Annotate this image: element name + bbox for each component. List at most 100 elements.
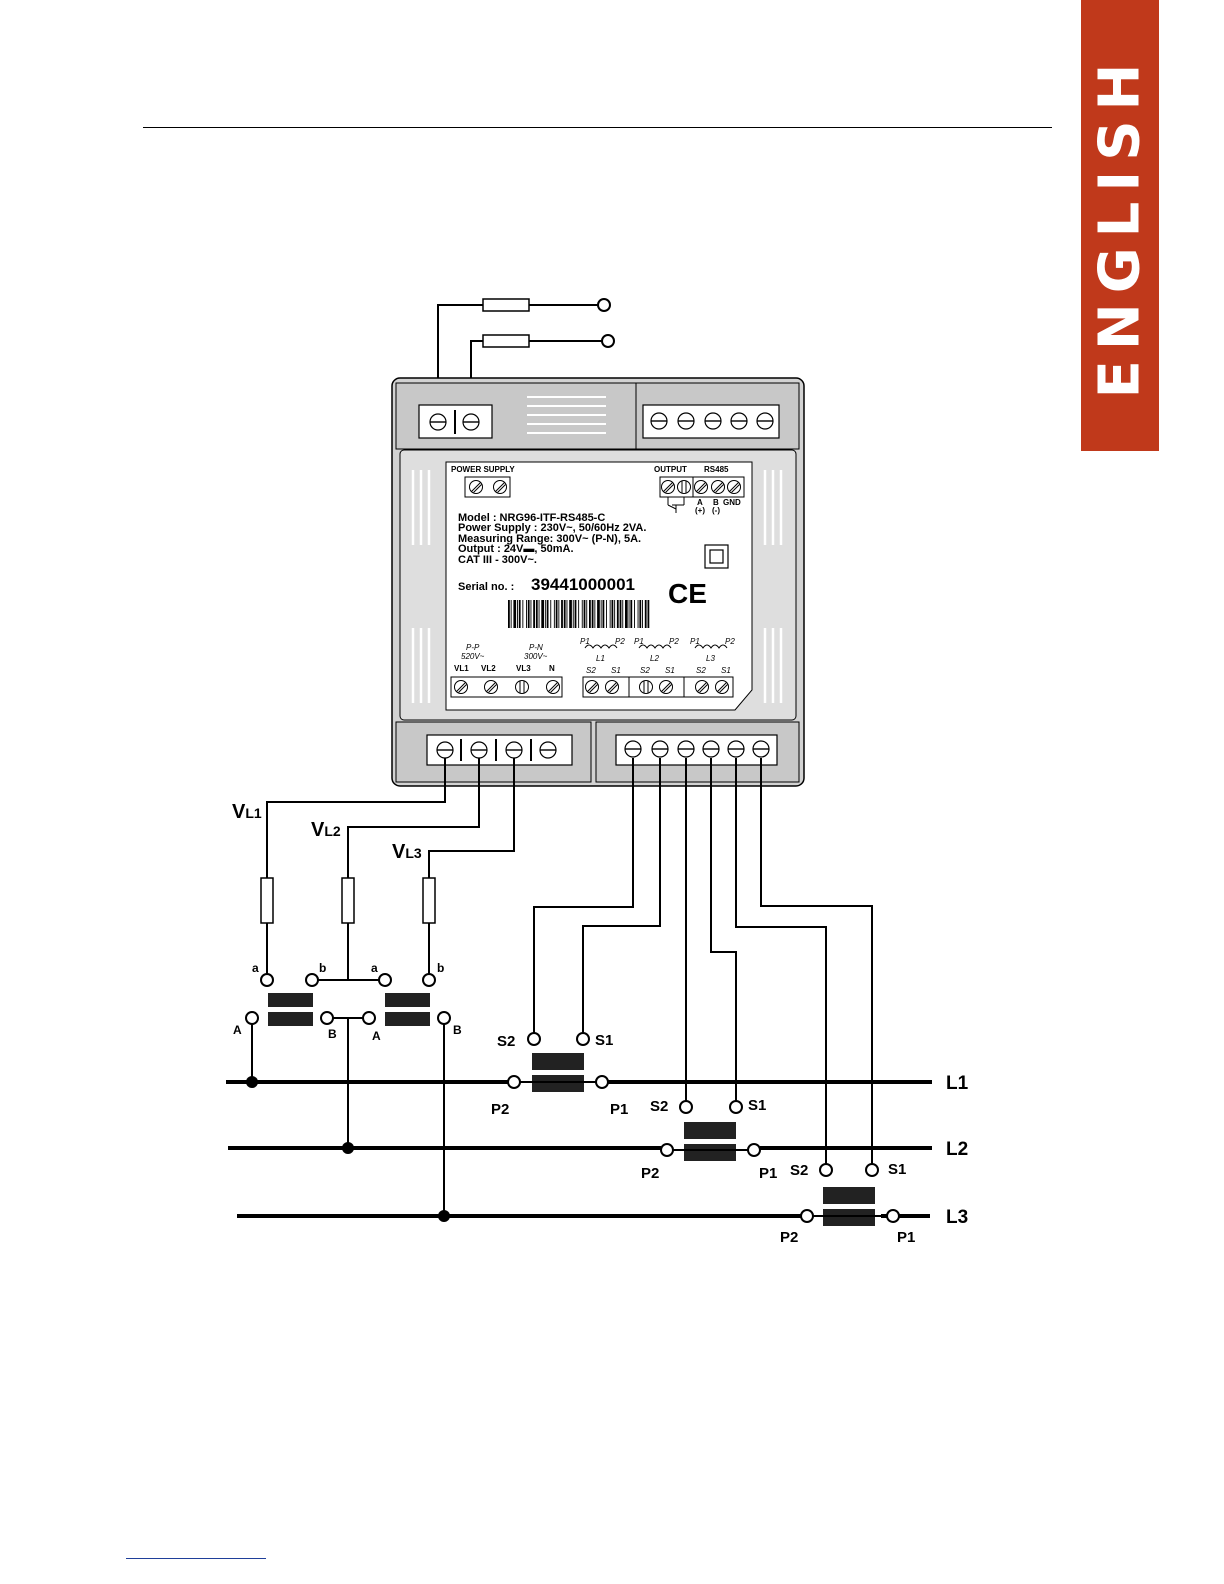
barcode-bar (625, 600, 628, 628)
language-tab[interactable]: ENGLISH (1081, 0, 1159, 451)
category-line: CAT III - 300V~. (458, 554, 537, 566)
header-rule (143, 127, 1052, 128)
barcode-bar (578, 600, 580, 628)
barcode-bar (600, 600, 602, 628)
ct3-s1-label: S1 (888, 1161, 906, 1178)
barcode-bar (642, 600, 643, 628)
vl2-label: VL2 (311, 819, 341, 841)
barcode-bar (563, 600, 566, 628)
ct-group-l2: P1 P2 L2 S2 S1 (634, 637, 679, 675)
voltage-pn-label: P-N (529, 643, 543, 652)
barcode-bar (637, 600, 639, 628)
barcode-bar (558, 600, 560, 628)
terminal-vl2: VL2 (481, 664, 496, 673)
barcode-bar (581, 600, 583, 628)
power-lines (226, 1080, 932, 1218)
double-insulation-icon (704, 544, 729, 569)
barcode-bar (586, 600, 588, 628)
rs485-polarity-plus: (+) (695, 506, 705, 515)
ct-group-l1: P1 P2 L1 S2 S1 (580, 637, 625, 675)
voltage-pp-value: 520V~ (461, 652, 485, 661)
barcode-bar (518, 600, 521, 628)
output-line: Output : 24V▬, 50mA. (458, 543, 574, 555)
output-header: OUTPUT (654, 465, 687, 474)
ct-group-l3: P1 P2 L3 S2 S1 (690, 637, 735, 675)
barcode-bar (513, 600, 517, 628)
ct3-p1: P1 (690, 637, 700, 646)
barcode-bar (510, 600, 512, 628)
rs485-terminal-b: B (713, 498, 719, 507)
barcode-bar (541, 600, 544, 628)
barcode-bar (634, 600, 635, 628)
line-l2-label: L2 (946, 1139, 968, 1160)
vt1-b: b (319, 961, 326, 975)
rs485-terminal-a: A (697, 498, 703, 507)
rating-label: POWER SUPPLY OUTPUT RS485 A B GND (+) (-… (445, 461, 753, 711)
barcode-bar (589, 600, 591, 628)
line-labels: L1 L2 L3 (946, 1073, 969, 1228)
barcode-bar (630, 600, 633, 628)
ct1-name: L1 (596, 654, 605, 663)
ct1-p1: P1 (580, 637, 590, 646)
ct1-s2-label: S2 (497, 1033, 515, 1050)
voltage-input-labels: VL1 VL2 VL3 (232, 801, 422, 863)
ct1-s1-label: S1 (595, 1032, 613, 1049)
ct2-p1: P1 (634, 637, 644, 646)
voltage-pn-value: 300V~ (524, 652, 548, 661)
barcode-bar (647, 600, 650, 628)
barcode-bar (522, 600, 524, 628)
barcode-bar (602, 600, 605, 628)
ct1-s1: S1 (611, 666, 621, 675)
barcode-bar (533, 600, 535, 628)
barcode-bar (517, 600, 518, 628)
ct3-s1: S1 (721, 666, 731, 675)
barcode-bar (530, 600, 532, 628)
ct3-s2-label: S2 (790, 1162, 808, 1179)
vt2-b: b (437, 961, 444, 975)
barcode-bar (628, 600, 630, 628)
serial-label: Serial no. : (458, 581, 514, 593)
barcode-bar (594, 600, 596, 628)
terminal-vl3: VL3 (516, 664, 531, 673)
vt1-a: a (252, 961, 259, 975)
ct3-p2-label: P2 (780, 1229, 798, 1246)
power-supply-line: Power Supply : 230V~, 50/60Hz 2VA. (458, 522, 646, 534)
barcode-bar (526, 600, 527, 628)
ce-mark: CE (668, 578, 707, 609)
vt2-a: a (371, 961, 378, 975)
barcode-bar (591, 600, 594, 628)
barcode-bar (639, 600, 642, 628)
vt1-B: B (328, 1027, 337, 1041)
barcode-bar (555, 600, 558, 628)
barcode-bar (644, 600, 647, 628)
ct3-p1-label: P1 (897, 1229, 915, 1246)
rs485-header: RS485 (704, 465, 729, 474)
vt-terminal-labels: a b a b A B A B (233, 961, 462, 1043)
ct-l2 (660, 1100, 761, 1161)
barcode-bar (566, 600, 568, 628)
barcode-bar (622, 600, 624, 628)
barcode-bar (569, 600, 572, 628)
ct2-p1-label: P1 (759, 1165, 777, 1182)
ct-terminal-labels: S2 S1 P2 P1 S2 S1 P2 P1 S2 S1 P2 P1 (491, 1032, 915, 1246)
barcode-bar (574, 600, 577, 628)
ct2-s2-label: S2 (650, 1098, 668, 1115)
barcode-bar (606, 600, 607, 628)
barcode-bar (508, 600, 510, 628)
ct1-p2: P2 (615, 637, 625, 646)
line-l1-label: L1 (946, 1073, 969, 1094)
transistor-icon (667, 497, 685, 513)
barcode-bar (572, 600, 574, 628)
current-transformers (507, 1032, 900, 1226)
ct3-name: L3 (706, 654, 715, 663)
barcode-bar (544, 600, 546, 628)
ct1-p2-label: P2 (491, 1101, 509, 1118)
vt1-A: A (233, 1023, 242, 1037)
vl3-label: VL3 (392, 841, 422, 863)
supply-wiring (437, 298, 615, 420)
rs485-polarity-minus: (-) (712, 506, 720, 515)
ct2-s1-label: S1 (748, 1097, 766, 1114)
ct2-p2: P2 (669, 637, 679, 646)
ct1-s2: S2 (586, 666, 596, 675)
